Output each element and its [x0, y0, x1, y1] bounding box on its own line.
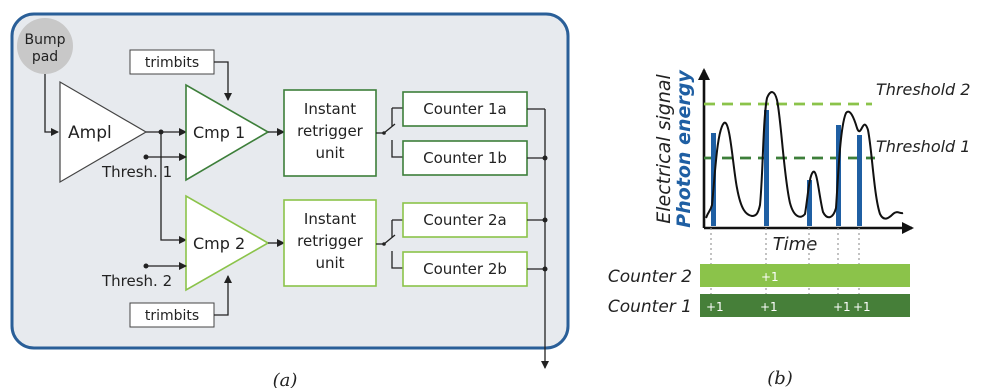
counter-1-bar — [700, 294, 910, 317]
counter-1a-box — [402, 91, 528, 127]
counter-1-increment: +1 — [853, 300, 871, 314]
counter-2-label: Counter 2 — [608, 267, 692, 287]
y-axis-label-electrical-signal: Electrical signal — [653, 73, 675, 223]
amplifier-label: Ampl — [68, 123, 112, 143]
counter-1-increment: +1 — [833, 300, 851, 314]
thresh-2-label: Thresh. 2 — [101, 272, 172, 290]
thresh-1-label: Thresh. 1 — [101, 163, 172, 181]
wire-trimbits-to-cmp1 — [214, 61, 232, 101]
counter-1-increment: +1 — [706, 300, 724, 314]
trimbits-top-box — [129, 49, 215, 75]
bump-pad-circle — [17, 18, 73, 74]
panel-b: Electrical signal Photon energy Time Thr… — [608, 68, 970, 388]
wire-amp-to-cmp2 — [160, 132, 187, 244]
threshold-1-label: Threshold 1 — [876, 137, 970, 156]
retrigger-unit-1-line-1: Instant — [304, 100, 356, 118]
counter-1-increment: +1 — [760, 300, 778, 314]
comparator-1-label: Cmp 1 — [193, 123, 245, 142]
wire-trimbits-to-cmp2 — [214, 275, 232, 316]
caption-b: (b) — [767, 368, 793, 388]
counter-1a-label: Counter 1a — [423, 100, 506, 118]
comparator-2-label: Cmp 2 — [193, 234, 245, 253]
x-axis-label-time: Time — [773, 234, 818, 255]
panel-a-frame — [10, 12, 570, 350]
photon-energy-bar — [857, 135, 862, 226]
retrigger-unit-2-line-2: retrigger — [297, 232, 364, 250]
retrigger-unit-2-line-1: Instant — [304, 210, 356, 228]
electrical-signal-curve — [705, 91, 904, 220]
threshold-2-label: Threshold 2 — [876, 80, 970, 99]
wire-bump-to-amp — [44, 74, 59, 136]
switch-2 — [376, 219, 403, 269]
trimbits-top-label: trimbits — [145, 55, 199, 71]
counter-2-increment: +1 — [761, 270, 779, 284]
bump-pad-label-1: Bump — [24, 32, 65, 48]
bump-pad-label-2: pad — [32, 49, 58, 65]
trimbits-bottom-box — [129, 302, 215, 328]
output-bus — [527, 108, 549, 369]
counter-2b-label: Counter 2b — [423, 260, 507, 278]
counter-2a-label: Counter 2a — [423, 211, 506, 229]
counter-1b-label: Counter 1b — [423, 149, 507, 167]
counter-2-bar — [700, 264, 910, 287]
retrigger-unit-2-line-3: unit — [315, 254, 344, 272]
amplifier-triangle — [59, 80, 148, 184]
counter-1-label: Counter 1 — [608, 297, 692, 317]
retrigger-unit-2-box — [283, 199, 377, 287]
comparator-2-triangle — [185, 194, 270, 292]
switch-1 — [376, 107, 403, 158]
photon-energy-bar — [764, 110, 769, 226]
y-axis-label-photon-energy: Photon energy — [673, 69, 695, 228]
retrigger-unit-1-line-2: retrigger — [297, 122, 364, 140]
photon-energy-bar — [807, 180, 812, 226]
trimbits-bottom-label: trimbits — [145, 308, 199, 324]
caption-a: (a) — [273, 370, 298, 388]
panel-a: Bump pad Ampl trimbits Cmp 1 Thresh. 1 I… — [10, 12, 570, 388]
counter-1b-box — [402, 140, 528, 176]
counter-2a-box — [402, 202, 528, 238]
retrigger-unit-1-line-3: unit — [315, 144, 344, 162]
comparator-1-triangle — [185, 83, 270, 182]
